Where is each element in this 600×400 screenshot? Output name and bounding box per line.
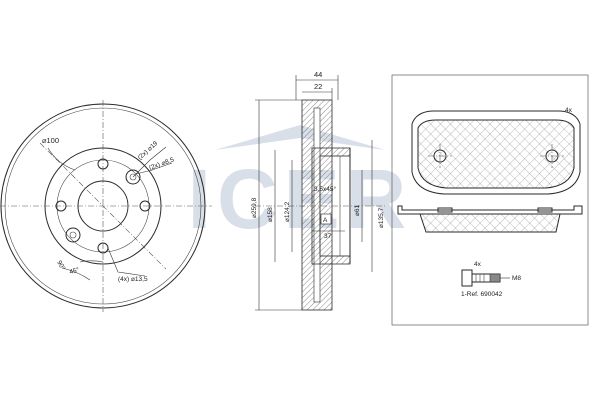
locating-hole	[65, 227, 81, 243]
dim-angle-90: 90°	[55, 259, 67, 272]
pad-panel-frame	[391, 74, 589, 326]
dim-dia-158: ⌀158	[267, 207, 274, 222]
watermark-swoosh	[215, 125, 385, 150]
dim-depth-37: 37	[324, 233, 332, 240]
pad-side-plate	[397, 205, 583, 215]
dim-holes-8-5: (2x) ⌀8,5	[148, 156, 175, 172]
pad-friction-material	[417, 119, 575, 189]
dim-holes-19: (2x) ⌀19	[137, 140, 160, 162]
watermark-text: ICER	[188, 152, 413, 246]
dim-dia-61: ⌀61	[354, 204, 361, 216]
bolt-hole	[55, 200, 67, 212]
dim-dia-124-2: ⌀124,2	[284, 201, 291, 222]
watermark-logo: ICER	[188, 125, 413, 246]
datum-label: A	[323, 217, 328, 224]
bolt-thread: M8	[512, 275, 521, 282]
locating-hole	[125, 169, 141, 185]
dim-width-44: 44	[314, 70, 322, 79]
dim-angle-45: 45°	[68, 266, 80, 276]
bolt-hole	[97, 158, 109, 170]
dim-dia-100: ⌀100	[42, 136, 59, 145]
disc-front-view: ⌀100 (2x) ⌀19 (2x) ⌀8,5 (4x) ⌀13,5 90° 4…	[0, 100, 212, 312]
bolt-drawing	[461, 269, 510, 287]
dim-holes-13-5: (4x) ⌀13,5	[118, 276, 148, 283]
dim-width-22: 22	[314, 82, 322, 91]
dim-chamfer: 3,5x45°	[314, 185, 337, 193]
bolt-hole	[139, 200, 151, 212]
pad-quantity: 4x	[565, 107, 573, 114]
dim-dia-135-7: ⌀135,7	[378, 207, 385, 228]
disc-section-view: 44 22 ⌀259,8 ⌀158 ⌀124,2 ⌀61 ⌀135,7 3,5x…	[251, 70, 385, 311]
brake-pad-panel: 4x 4x M8 1-Ref. 690042	[391, 74, 589, 326]
bolt-quantity: 4x	[474, 261, 482, 268]
bolt-reference: 1-Ref. 690042	[461, 291, 503, 298]
dim-dia-259-8: ⌀259,8	[251, 197, 258, 218]
pad-backing-plate	[411, 110, 581, 195]
pad-side-lining	[419, 213, 561, 233]
